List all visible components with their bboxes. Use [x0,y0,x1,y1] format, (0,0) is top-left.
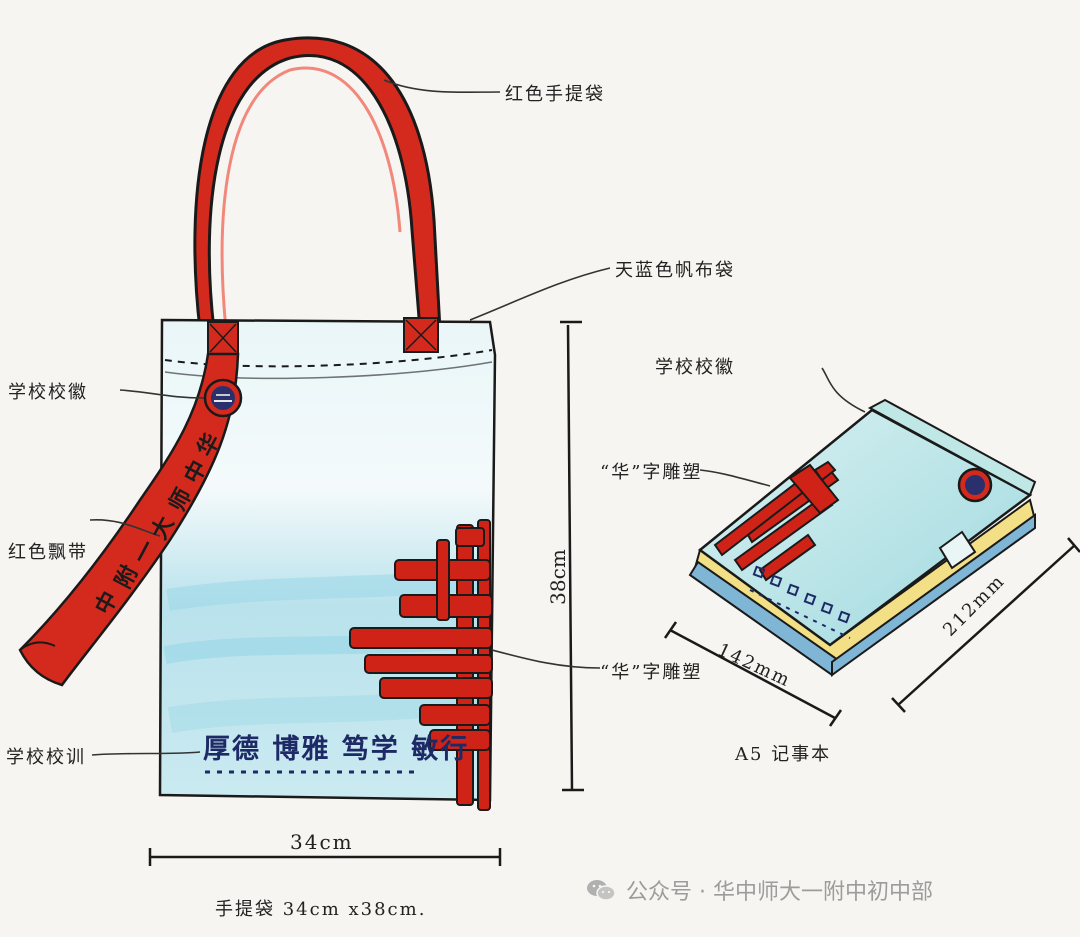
label-canvas-bag: 天蓝色帆布袋 [615,260,735,281]
label-notebook: A5 记事本 [735,744,832,765]
leader-lines [89,79,866,756]
bag-handle [193,36,442,332]
label-red-handle: 红色手提袋 [505,84,605,105]
watermark: 公众号 · 华中师大一附中初中部 [586,874,933,906]
dimension-bag-height: 38cm [545,549,570,605]
label-hua-sculpture-book: “华”字雕塑 [600,462,703,483]
bag-caption: 手提袋 34cm x38cm. [215,899,427,920]
wechat-icon [586,878,616,902]
red-ribbon [18,352,240,687]
label-red-ribbon: 红色飘带 [8,542,88,563]
label-school-badge-bag: 学校校徽 [8,382,88,403]
notebook-dimension-lines [663,537,1080,727]
label-school-motto: 学校校训 [6,747,86,768]
hua-sculpture-bag [349,519,493,811]
a5-notebook [688,398,1037,677]
dimension-bag-width: 34cm [290,830,354,854]
school-badge-bag [203,378,243,418]
watermark-text: 公众号 · 华中师大一附中初中部 [626,880,933,905]
bag-dimension-lines [148,320,584,866]
school-motto: 厚德 博雅 笃学 敏行 [203,734,470,765]
label-school-badge-book: 学校校徽 [655,357,735,378]
label-hua-sculpture-bag: “华”字雕塑 [600,662,703,683]
